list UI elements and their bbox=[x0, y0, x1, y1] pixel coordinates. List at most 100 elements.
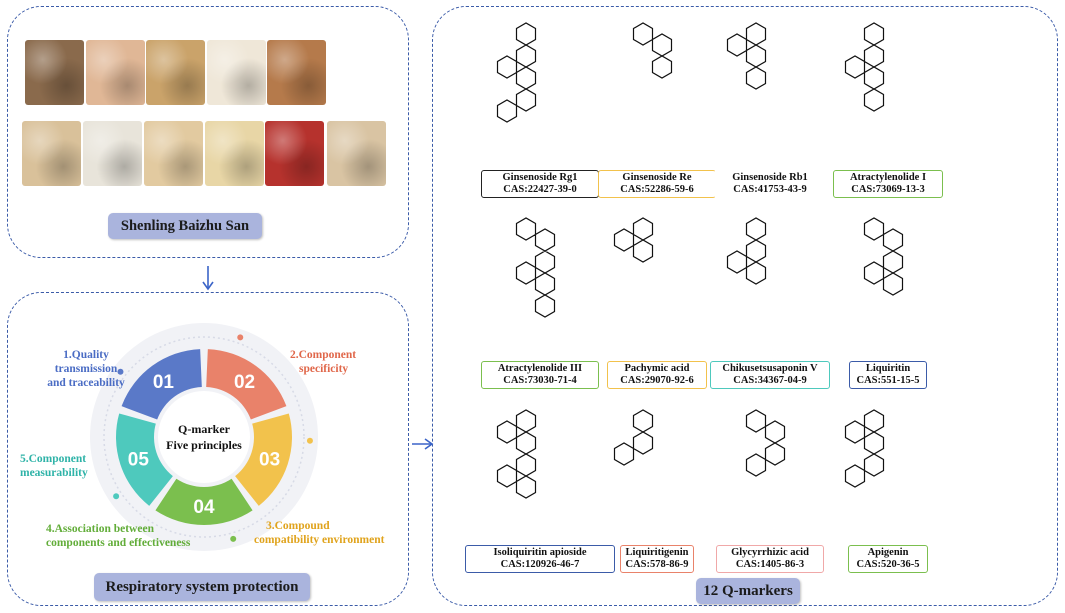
center-label-line2: Five principles bbox=[166, 438, 242, 452]
compound-structure bbox=[592, 397, 722, 540]
molecule-structure bbox=[745, 409, 786, 477]
ring-dot bbox=[306, 437, 313, 444]
compound-name: Liquiritigenin bbox=[625, 547, 689, 558]
principle-segment-03 bbox=[235, 413, 292, 506]
compound-structure bbox=[823, 397, 953, 540]
segment-number: 04 bbox=[193, 497, 215, 518]
principle-segment-01 bbox=[121, 349, 202, 420]
molecule-structure bbox=[726, 217, 767, 285]
ring-dot bbox=[237, 334, 244, 341]
molecule-structure bbox=[844, 22, 885, 112]
herb-photo bbox=[146, 40, 205, 105]
segment-number: 02 bbox=[234, 372, 255, 393]
compound-structure bbox=[705, 397, 835, 540]
compound-structure bbox=[705, 205, 835, 355]
herb-photo bbox=[205, 121, 264, 186]
compound-name: Glycyrrhizic acid bbox=[731, 547, 809, 558]
molecule-structure bbox=[726, 22, 767, 90]
molecule-structure bbox=[632, 22, 673, 79]
molecule-structure bbox=[496, 22, 537, 123]
compound-name: Isoliquiritin apioside bbox=[493, 547, 587, 558]
herb-photo bbox=[267, 40, 326, 105]
wheel-center bbox=[158, 391, 250, 483]
compound-name: Ginsenoside Re bbox=[622, 172, 692, 183]
wheel-dashed-ring bbox=[103, 336, 305, 538]
compound-name: Atractylenolide I bbox=[849, 172, 927, 183]
compound-name: Ginsenoside Rb1 bbox=[732, 172, 808, 183]
compound-name: Pachymic acid bbox=[624, 363, 690, 374]
compound-structure bbox=[823, 10, 953, 160]
principle-segment-02 bbox=[206, 349, 287, 420]
compound-name: Atractylenolide III bbox=[497, 363, 583, 374]
herb-photo bbox=[25, 40, 84, 105]
ring-dot bbox=[117, 368, 124, 375]
principle-label-3: 3.Compound compatibility environment bbox=[254, 520, 385, 546]
herb-photo bbox=[83, 121, 142, 186]
markers-panel bbox=[432, 6, 1058, 606]
compound-structure bbox=[475, 397, 605, 540]
principle-label-2: 2.Component specificity bbox=[290, 349, 357, 375]
principle-label-1: 1.Quality transmission and traceability bbox=[47, 349, 125, 389]
herb-photo bbox=[144, 121, 203, 186]
compound-cas: CAS:520-36-5 bbox=[856, 559, 920, 570]
principles-title: Respiratory system protection bbox=[94, 573, 310, 601]
molecule-structure bbox=[613, 217, 654, 263]
segment-number: 01 bbox=[153, 372, 175, 393]
compound-cas: CAS:73069-13-3 bbox=[851, 184, 925, 195]
principle-label-5: 5.Component measurability bbox=[20, 453, 88, 479]
compound-cas: CAS:551-15-5 bbox=[856, 375, 920, 386]
compound-cas: CAS:34367-04-9 bbox=[733, 375, 807, 386]
compound-structure bbox=[823, 205, 953, 355]
compound-cas: CAS:578-86-9 bbox=[625, 559, 689, 570]
principles-panel bbox=[7, 292, 409, 606]
compound-structure bbox=[475, 205, 605, 355]
compound-structure bbox=[592, 205, 722, 355]
compound-cas: CAS:41753-43-9 bbox=[733, 184, 807, 195]
ring-dot bbox=[113, 493, 120, 500]
center-label-line1: Q-marker bbox=[178, 422, 231, 436]
principle-segment-04 bbox=[155, 478, 253, 525]
compound-structure bbox=[705, 10, 835, 160]
compound-cas: CAS:29070-92-6 bbox=[620, 375, 694, 386]
compound-structure bbox=[592, 10, 722, 160]
ring-dot bbox=[230, 535, 237, 542]
markers-title: 12 Q-markers bbox=[696, 578, 800, 604]
compound-name: Apigenin bbox=[867, 547, 909, 558]
molecule-structure bbox=[496, 409, 537, 499]
compound-name: Liquiritin bbox=[865, 363, 911, 374]
compound-cas: CAS:120926-46-7 bbox=[500, 559, 580, 570]
herb-photo bbox=[207, 40, 266, 105]
compound-cas: CAS:22427-39-0 bbox=[503, 184, 577, 195]
compound-cas: CAS:73030-71-4 bbox=[503, 375, 577, 386]
compound-cas: CAS:52286-59-6 bbox=[620, 184, 694, 195]
compound-structure bbox=[475, 10, 605, 160]
down-arrow-icon bbox=[202, 266, 214, 291]
right-arrow-icon bbox=[412, 438, 434, 450]
molecule-structure bbox=[613, 409, 654, 466]
herb-photo bbox=[265, 121, 324, 186]
compound-name: Chikusetsusaponin V bbox=[722, 363, 818, 374]
herb-photo bbox=[327, 121, 386, 186]
molecule-structure bbox=[844, 409, 885, 488]
principle-segment-05 bbox=[116, 413, 173, 506]
molecule-structure bbox=[863, 217, 904, 296]
herb-photo bbox=[86, 40, 145, 105]
segment-number: 05 bbox=[128, 449, 150, 470]
principle-label-4: 4.Association between components and eff… bbox=[46, 523, 191, 549]
segment-number: 03 bbox=[259, 449, 280, 470]
molecule-structure bbox=[515, 217, 556, 318]
formula-title: Shenling Baizhu San bbox=[108, 213, 262, 239]
compound-name: Ginsenoside Rg1 bbox=[502, 172, 578, 183]
herb-photo bbox=[22, 121, 81, 186]
